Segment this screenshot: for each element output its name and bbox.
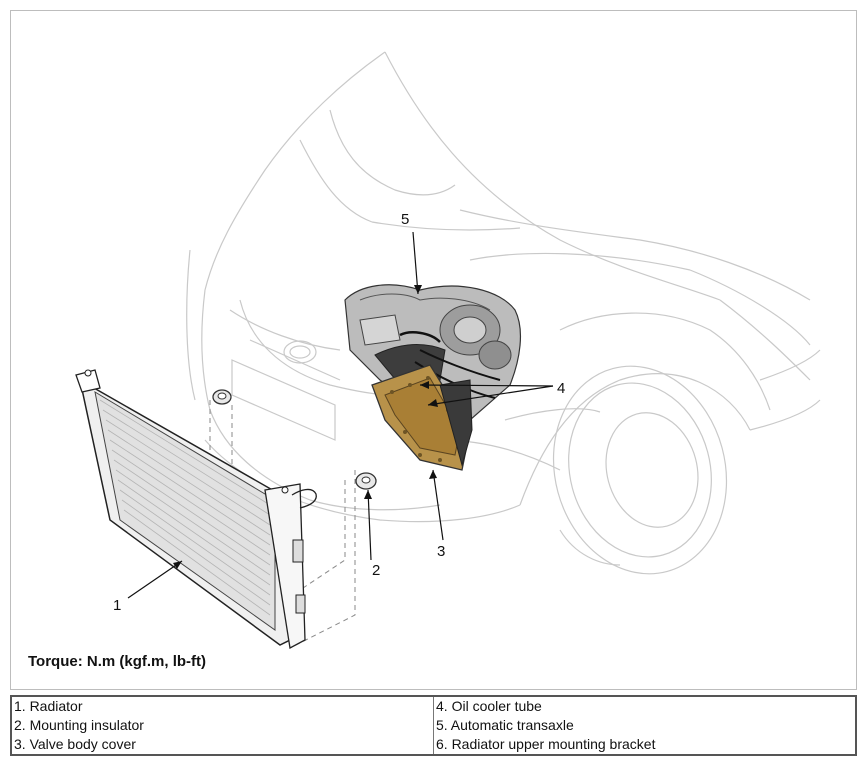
car-body-outline — [186, 51, 821, 575]
mounting-insulator-left — [212, 389, 232, 405]
legend-item: 6. Radiator upper mounting bracket — [433, 735, 856, 755]
torque-label: Torque: N.m (kgf.m, lb-ft) — [28, 653, 207, 670]
callout-1: 1 — [113, 597, 121, 614]
legend-table: 1. Radiator 4. Oil cooler tube 2. Mounti… — [10, 695, 857, 756]
legend-item: 4. Oil cooler tube — [433, 696, 856, 716]
legend-row: 2. Mounting insulator 5. Automatic trans… — [11, 716, 856, 735]
legend-item: 5. Automatic transaxle — [433, 716, 856, 735]
leader-arrowheads — [173, 285, 438, 569]
alignment-lines — [119, 400, 356, 649]
legend-row: 3. Valve body cover 6. Radiator upper mo… — [11, 735, 856, 755]
exploded-diagram: 1 2 3 4 5 — [75, 51, 821, 650]
callout-5: 5 — [401, 211, 409, 228]
automatic-transaxle — [344, 284, 521, 471]
leader-lines — [127, 231, 554, 599]
legend-row: 1. Radiator 4. Oil cooler tube — [11, 696, 856, 716]
callout-3: 3 — [437, 543, 445, 560]
callout-2: 2 — [372, 562, 380, 579]
callout-4: 4 — [557, 380, 565, 397]
mounting-insulator-right — [355, 472, 377, 490]
legend-item: 3. Valve body cover — [11, 735, 434, 755]
legend-item: 1. Radiator — [11, 696, 434, 716]
legend-item: 2. Mounting insulator — [11, 716, 434, 735]
radiator — [75, 369, 317, 650]
